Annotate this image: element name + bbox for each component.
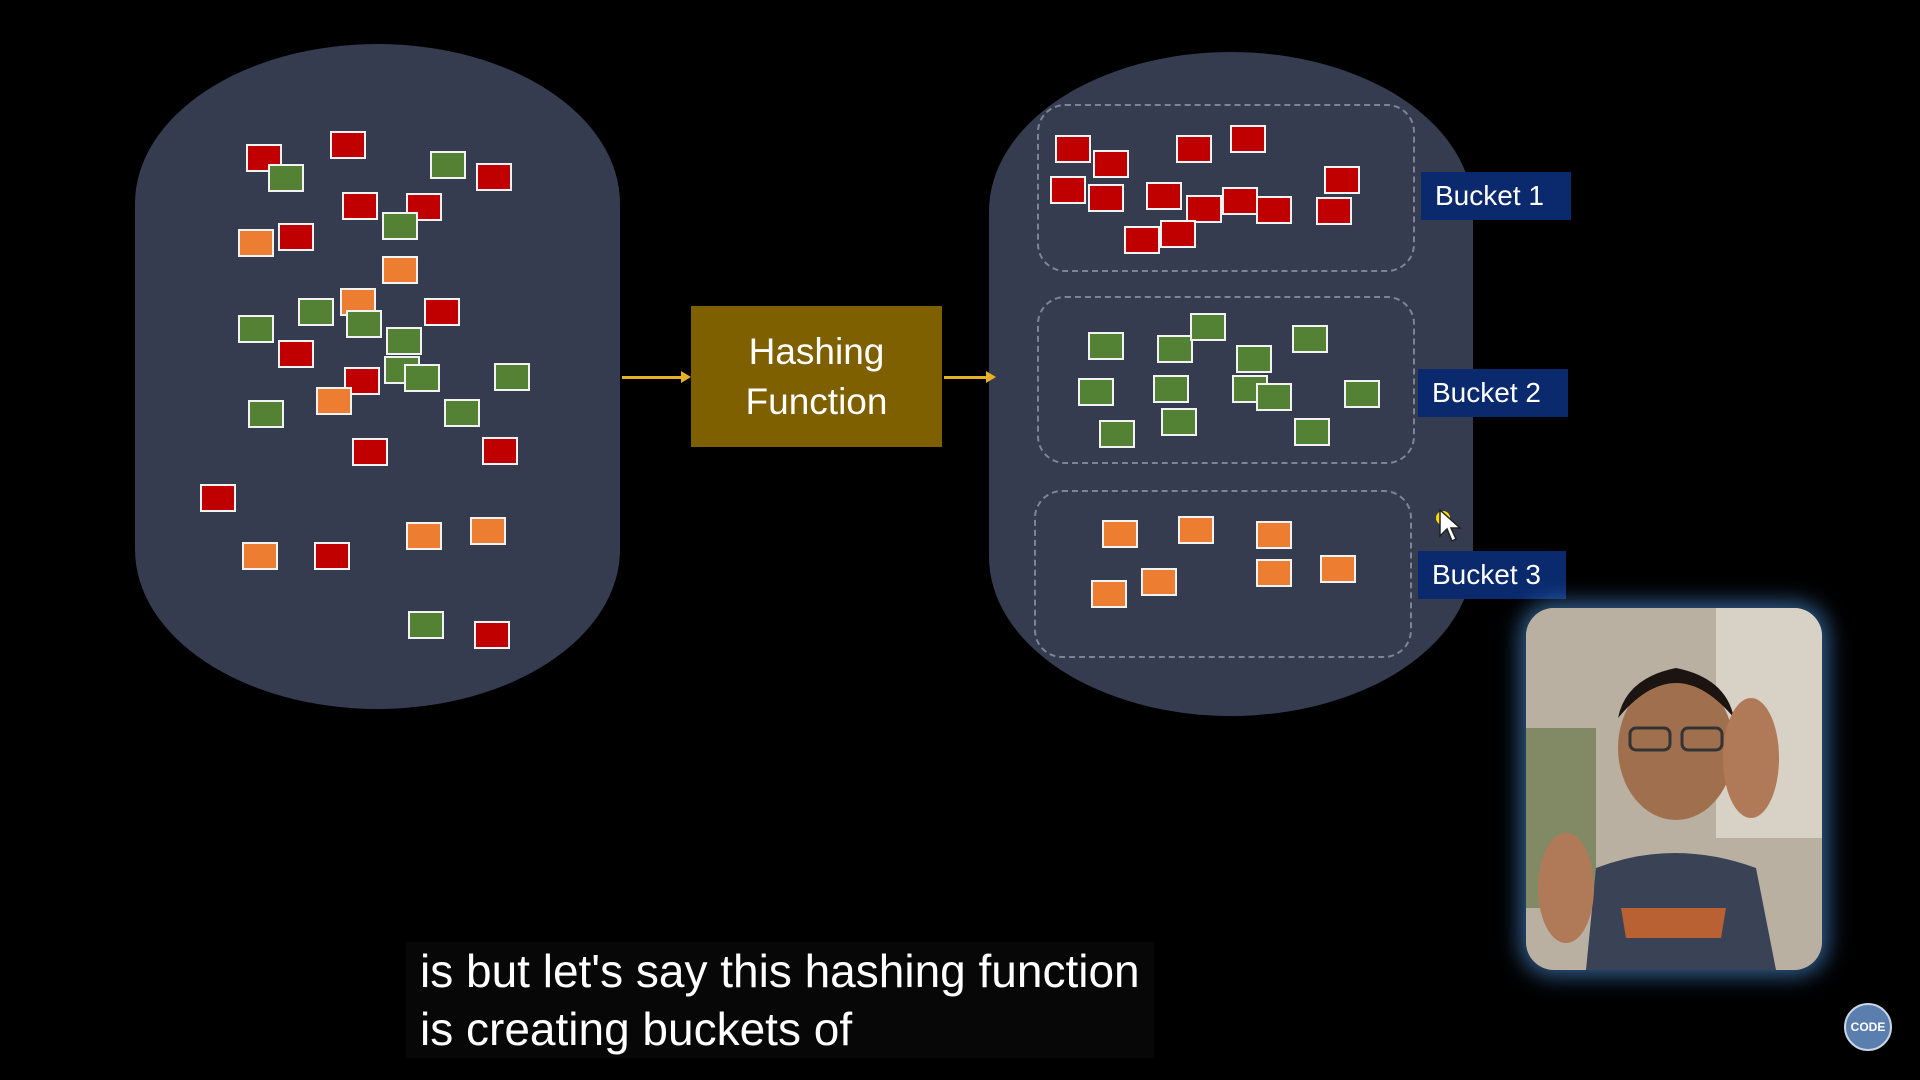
caption-line-1: is but let's say this hashing function [420, 945, 1140, 997]
green-data-item [444, 399, 480, 427]
bucket-2-label: Bucket 2 [1418, 369, 1568, 417]
bucket-2-region [1037, 296, 1415, 464]
subtitle-caption: is but let's say this hashing function i… [406, 942, 1154, 1058]
green-data-item [268, 164, 304, 192]
orange-data-item [242, 542, 278, 570]
orange-data-item [406, 522, 442, 550]
red-data-item [330, 131, 366, 159]
red-data-item [200, 484, 236, 512]
green-data-item [1157, 335, 1193, 363]
green-data-item [386, 327, 422, 355]
green-data-item [1294, 418, 1330, 446]
red-data-item [1316, 197, 1352, 225]
orange-data-item [1141, 568, 1177, 596]
orange-data-item [1256, 521, 1292, 549]
green-data-item [1078, 378, 1114, 406]
red-data-item [1324, 166, 1360, 194]
green-data-item [404, 364, 440, 392]
red-data-item [1222, 187, 1258, 215]
red-data-item [1160, 220, 1196, 248]
red-data-item [1050, 176, 1086, 204]
red-data-item [314, 542, 350, 570]
red-data-item [424, 298, 460, 326]
orange-data-item [1178, 516, 1214, 544]
orange-data-item [316, 387, 352, 415]
red-data-item [1176, 135, 1212, 163]
bucket-3-region [1034, 490, 1412, 658]
orange-data-item [1091, 580, 1127, 608]
codebasics-logo-icon: CODE [1844, 1003, 1892, 1051]
red-data-item [482, 437, 518, 465]
green-data-item [1088, 332, 1124, 360]
green-data-item [430, 151, 466, 179]
green-data-item [1190, 313, 1226, 341]
presenter-video-icon [1526, 608, 1822, 970]
orange-data-item [382, 256, 418, 284]
green-data-item [346, 310, 382, 338]
green-data-item [1161, 408, 1197, 436]
arrow-to-hash [622, 371, 691, 383]
bucket-1-region [1037, 104, 1415, 272]
arrow-from-hash [944, 371, 996, 383]
green-data-item [298, 298, 334, 326]
green-data-item [1236, 345, 1272, 373]
red-data-item [1093, 150, 1129, 178]
red-data-item [1230, 125, 1266, 153]
red-data-item [476, 163, 512, 191]
green-data-item [1099, 420, 1135, 448]
mouse-pointer-icon [1439, 508, 1462, 543]
red-data-item [1055, 135, 1091, 163]
orange-data-item [1102, 520, 1138, 548]
red-data-item [1088, 184, 1124, 212]
green-data-item [494, 363, 530, 391]
green-data-item [408, 611, 444, 639]
caption-line-2: is creating buckets of [420, 1003, 853, 1055]
orange-data-item [238, 229, 274, 257]
bucket-3-label: Bucket 3 [1418, 551, 1566, 599]
green-data-item [1344, 380, 1380, 408]
red-data-item [1146, 182, 1182, 210]
bucket-1-label: Bucket 1 [1421, 172, 1571, 220]
orange-data-item [1256, 559, 1292, 587]
red-data-item [474, 621, 510, 649]
red-data-item [1256, 196, 1292, 224]
red-data-item [352, 438, 388, 466]
green-data-item [248, 400, 284, 428]
green-data-item [1256, 383, 1292, 411]
red-data-item [342, 192, 378, 220]
red-data-item [278, 340, 314, 368]
orange-data-item [1320, 555, 1356, 583]
red-data-item [1186, 195, 1222, 223]
green-data-item [382, 212, 418, 240]
green-data-item [1153, 375, 1189, 403]
orange-data-item [470, 517, 506, 545]
presenter-video [1526, 608, 1822, 970]
green-data-item [1292, 325, 1328, 353]
green-data-item [238, 315, 274, 343]
red-data-item [278, 223, 314, 251]
red-data-item [1124, 226, 1160, 254]
